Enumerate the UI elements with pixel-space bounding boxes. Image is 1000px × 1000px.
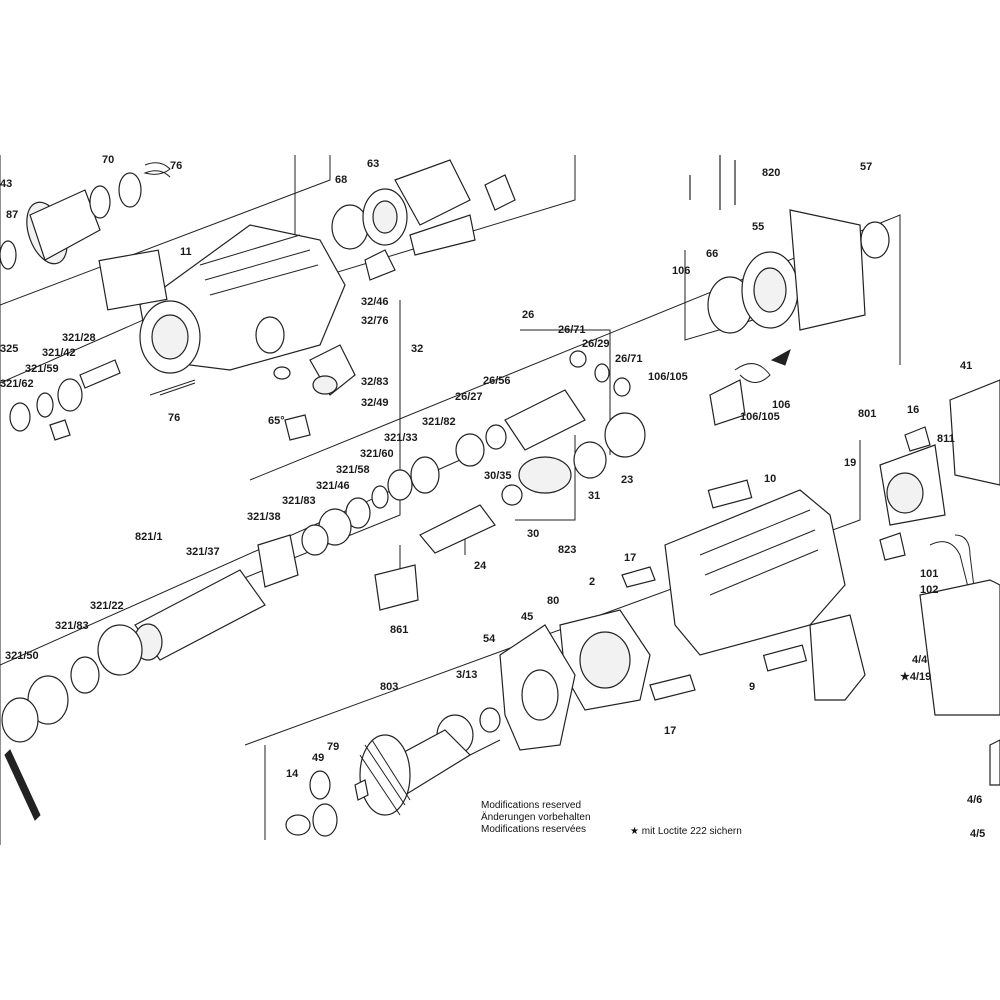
callout-79: 79	[327, 741, 339, 753]
callout-321-60: 321/60	[360, 448, 394, 460]
callout-66: 66	[706, 248, 718, 260]
callout-30: 30	[527, 528, 539, 540]
callout-101: 101	[920, 568, 938, 580]
exploded-view-drawing: 43 87 70 76 11 68 63 32/46 32/76 32 32/8…	[0, 155, 1000, 845]
callout-68: 68	[335, 174, 347, 186]
callout-65deg: 65°	[268, 415, 285, 427]
callout-labels: 43 87 70 76 11 68 63 32/46 32/76 32 32/8…	[0, 155, 985, 840]
callout-321-62: 321/62	[0, 378, 34, 390]
callout-321-37: 321/37	[186, 546, 220, 558]
callout-321-82: 321/82	[422, 416, 456, 428]
callout-321-83b: 321/83	[55, 620, 89, 632]
callout-80: 80	[547, 595, 559, 607]
callout-321-38: 321/38	[247, 511, 281, 523]
callout-45: 45	[521, 611, 533, 623]
callout-63: 63	[367, 158, 379, 170]
callout-10: 10	[764, 473, 776, 485]
callout-321-33: 321/33	[384, 432, 418, 444]
callout-106a: 106	[672, 265, 690, 277]
callout-321-83: 321/83	[282, 495, 316, 507]
callout-321-42: 321/42	[42, 347, 76, 359]
callout-30-35: 30/35	[484, 470, 512, 482]
callout-32-76: 32/76	[361, 315, 389, 327]
callout-102: 102	[920, 584, 938, 596]
callout-3-13: 3/13	[456, 669, 477, 681]
callout-4-6: 4/6	[967, 794, 982, 806]
note-modifications-fr: Modifications reservées	[481, 824, 587, 835]
callout-32: 32	[411, 343, 423, 355]
callout-76a: 76	[170, 160, 182, 172]
callout-26-71b: 26/71	[615, 353, 643, 365]
callout-26-27: 26/27	[455, 391, 483, 403]
callout-811: 811	[937, 433, 955, 445]
exploded-view-svg: 43 87 70 76 11 68 63 32/46 32/76 32 32/8…	[0, 155, 1000, 845]
callout-321-59: 321/59	[25, 363, 59, 375]
callout-23: 23	[621, 474, 633, 486]
callout-26: 26	[522, 309, 534, 321]
callout-820: 820	[762, 167, 780, 179]
callout-55: 55	[752, 221, 764, 233]
callout-11: 11	[180, 246, 192, 258]
callout-17b: 17	[664, 725, 676, 737]
note-modifications-en: Modifications reserved	[481, 800, 582, 811]
callout-17a: 17	[624, 552, 636, 564]
callout-4-4: 4/4	[912, 654, 928, 666]
callout-106-105b: 106/105	[740, 411, 780, 423]
callout-4-5: 4/5	[970, 828, 985, 840]
callout-32-83: 32/83	[361, 376, 389, 388]
callout-321-46: 321/46	[316, 480, 350, 492]
callout-24: 24	[474, 560, 487, 572]
callout-31: 31	[588, 490, 600, 502]
callout-14: 14	[286, 768, 299, 780]
callout-70: 70	[102, 155, 114, 166]
callout-321-50: 321/50	[5, 650, 39, 662]
callout-54: 54	[483, 633, 496, 645]
callout-321-22: 321/22	[90, 600, 124, 612]
callout-76b: 76	[168, 412, 180, 424]
callout-26-29: 26/29	[582, 338, 610, 350]
callout-803: 803	[380, 681, 398, 693]
callout-26-56: 26/56	[483, 375, 511, 387]
callout-821-1: 821/1	[135, 531, 163, 543]
callout-9: 9	[749, 681, 755, 693]
callout-2: 2	[589, 576, 595, 588]
callout-321-28: 321/28	[62, 332, 96, 344]
callout-4-19: ★4/19	[900, 671, 931, 683]
callout-41: 41	[960, 360, 972, 372]
callout-49: 49	[312, 752, 324, 764]
note-modifications-de: Änderungen vorbehalten	[481, 812, 591, 823]
callout-57: 57	[860, 161, 872, 173]
callout-19: 19	[844, 457, 856, 469]
callout-16: 16	[907, 404, 919, 416]
callout-801: 801	[858, 408, 876, 420]
callout-823: 823	[558, 544, 576, 556]
callout-87: 87	[6, 209, 18, 221]
callout-861: 861	[390, 624, 408, 636]
note-loctite: ★ mit Loctite 222 sichern	[630, 826, 742, 837]
callout-26-71a: 26/71	[558, 324, 586, 336]
callout-32-49: 32/49	[361, 397, 389, 409]
callout-43: 43	[0, 178, 12, 190]
callout-106b: 106	[772, 399, 790, 411]
callout-32-46: 32/46	[361, 296, 389, 308]
callout-106-105a: 106/105	[648, 371, 688, 383]
callout-325: 325	[0, 343, 18, 355]
callout-321-58: 321/58	[336, 464, 370, 476]
part-shapes	[0, 155, 1000, 837]
